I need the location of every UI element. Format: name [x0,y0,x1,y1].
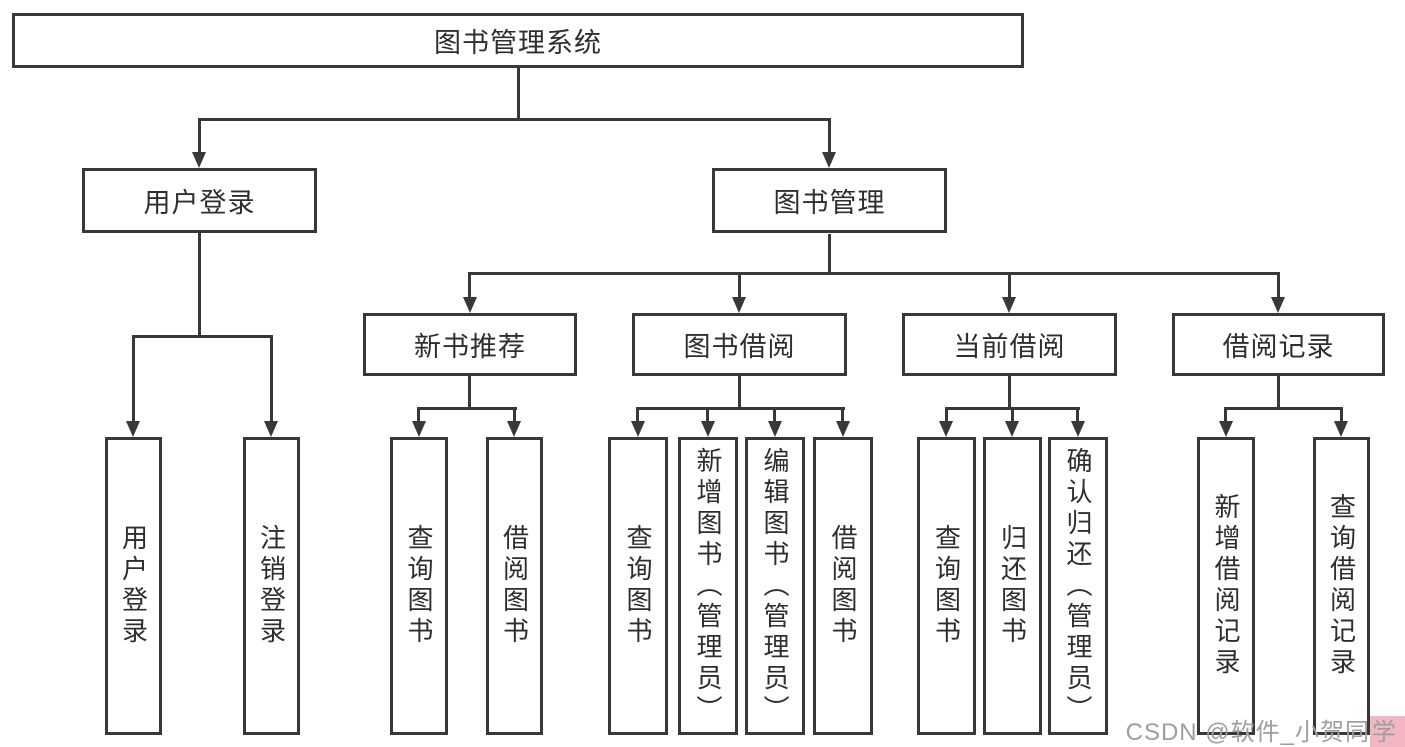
connector-line [517,68,520,121]
arrow-head [768,421,782,437]
connector-line [841,407,844,423]
leaf-query-borrow-record-label: 查询借阅记录 [1326,493,1357,679]
connector-line [1224,407,1343,410]
leaf-query-borrow-record: 查询借阅记录 [1313,437,1370,735]
connector-line [132,335,273,338]
connector-line [828,234,831,275]
node-new-book-recommendation: 新书推荐 [363,313,577,376]
arrow-head [126,421,140,437]
connector-line [417,407,517,410]
leaf-recommend-borrow-books: 借阅图书 [486,437,543,735]
connector-line [1224,407,1227,423]
connector-line [468,376,471,410]
leaf-borrowing-borrow-books-label: 借阅图书 [828,524,858,648]
connector-line [738,376,741,410]
connector-line [1008,376,1011,410]
arrow-head [836,421,850,437]
leaf-edit-book-admin-label: 编辑图书（管理员） [760,446,790,726]
node-borrowing-records-label: 借阅记录 [1222,332,1335,362]
node-book-borrowing: 图书借阅 [632,313,847,376]
connector-line [706,407,709,423]
connector-line [198,233,201,338]
node-book-management: 图书管理 [712,168,947,233]
leaf-recommend-query-books: 查询图书 [390,437,448,735]
connector-line [1340,407,1343,423]
arrow-head [1219,421,1233,437]
arrow-head [1071,421,1085,437]
leaf-confirm-return-admin: 确认归还（管理员） [1048,437,1108,735]
arrow-head [1002,297,1016,313]
leaf-borrowing-query-books: 查询图书 [608,437,668,735]
leaf-add-borrow-record: 新增借阅记录 [1197,437,1255,735]
leaf-add-book-admin-label: 新增图书（管理员） [693,446,723,726]
connector-line [198,118,201,154]
arrow-head [939,421,953,437]
leaf-logout-login-label: 注销登录 [256,524,287,648]
connector-line [198,118,831,121]
leaf-recommend-query-books-label: 查询图书 [404,524,434,648]
connector-line [828,118,831,154]
arrow-head [1005,421,1019,437]
arrow-head [1334,421,1348,437]
connector-line [1277,272,1280,300]
connector-line [738,272,741,300]
leaf-borrowing-query-books-label: 查询图书 [623,524,653,648]
leaf-confirm-return-admin-label: 确认归还（管理员） [1063,446,1093,726]
node-book-borrowing-label: 图书借阅 [683,332,796,362]
watermark: CSDN @软件_小贺同学 [1126,712,1405,747]
connector-line [132,335,135,423]
leaf-borrowing-borrow-books: 借阅图书 [813,437,873,735]
arrow-head [264,421,278,437]
node-borrowing-records: 借阅记录 [1172,313,1385,376]
node-root: 图书管理系统 [12,13,1024,68]
connector-line [773,407,776,423]
arrow-head [701,421,715,437]
connector-line [417,407,420,423]
leaf-return-books-label: 归还图书 [997,524,1028,648]
arrow-head [507,421,521,437]
connector-line [468,272,471,300]
arrow-head [192,152,206,168]
arrow-head [463,297,477,313]
node-user-login: 用户登录 [82,168,317,233]
arrow-head [631,421,645,437]
node-current-borrowing-label: 当前借阅 [953,332,1066,362]
connector-line [513,407,516,423]
node-book-management-label: 图书管理 [773,188,886,218]
connector-line [636,407,639,423]
connector-line [1076,407,1079,423]
leaf-return-books: 归还图书 [983,437,1042,735]
leaf-current-query-books: 查询图书 [917,437,976,735]
watermark-text: CSDN @软件_小贺同 [1125,719,1370,746]
watermark-highlight: 学 [1370,716,1405,747]
leaf-user-login: 用户登录 [105,437,162,735]
leaf-recommend-borrow-books-label: 借阅图书 [499,524,530,648]
arrow-head [412,421,426,437]
connector-line [468,272,1280,275]
leaf-current-query-books-label: 查询图书 [931,524,962,648]
connector-line [270,335,273,423]
leaf-edit-book-admin: 编辑图书（管理员） [745,437,805,735]
node-new-book-recommendation-label: 新书推荐 [414,332,526,362]
leaf-add-book-admin: 新增图书（管理员） [678,437,738,735]
connector-line [1011,407,1014,423]
connector-line [1277,376,1280,410]
node-user-login-label: 用户登录 [143,188,256,218]
arrow-head [822,152,836,168]
connector-line [1008,272,1011,300]
connector-line [945,407,948,423]
leaf-logout-login: 注销登录 [243,437,300,735]
arrow-head [732,297,746,313]
node-root-label: 图书管理系统 [434,28,602,58]
leaf-add-borrow-record-label: 新增借阅记录 [1211,493,1241,679]
arrow-head [1271,297,1285,313]
node-current-borrowing: 当前借阅 [902,313,1117,376]
connector-line [636,407,845,410]
leaf-user-login-label: 用户登录 [118,524,149,648]
